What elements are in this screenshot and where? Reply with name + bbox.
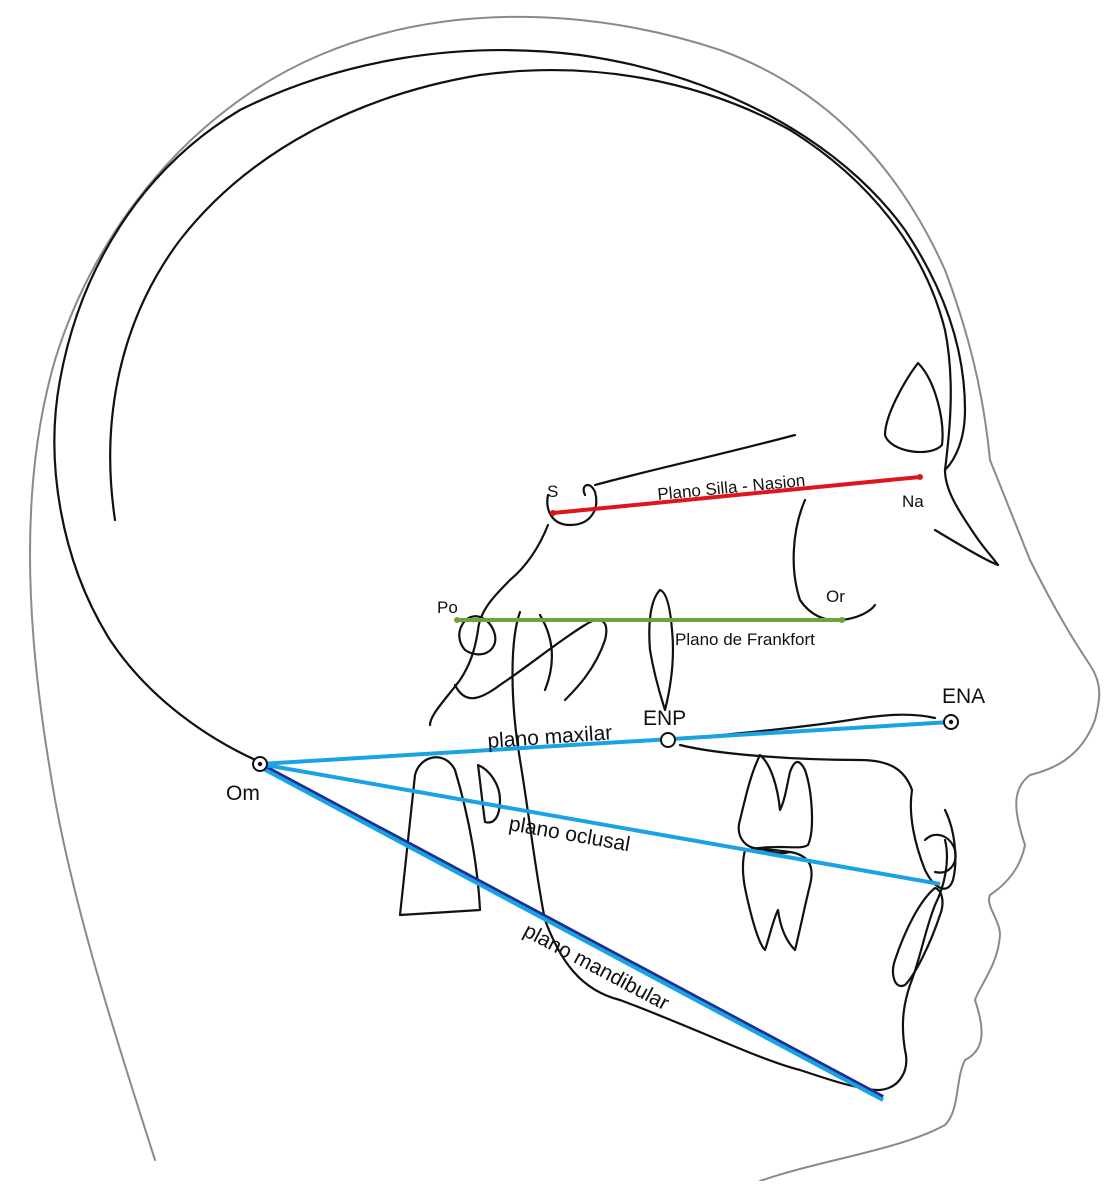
- plano-frankfort-label: Plano de Frankfort: [675, 630, 815, 649]
- po-point-dot: [454, 617, 460, 623]
- or-point-label: Or: [826, 587, 845, 606]
- na-point-dot: [917, 474, 923, 480]
- skull-inner-contour: [110, 70, 951, 520]
- po-point-label: Po: [437, 598, 458, 617]
- pterygomaxillary-fissure: [649, 590, 673, 710]
- sphenoid-body: [430, 525, 548, 725]
- enp-point-label: ENP: [643, 707, 686, 730]
- ena-point-label: ENA: [942, 685, 985, 708]
- nasal-bone: [935, 470, 998, 565]
- om-point-marker: [253, 757, 267, 771]
- or-point-dot: [839, 617, 845, 623]
- upper-molar: [739, 755, 812, 848]
- condyle-fragment: [478, 765, 500, 823]
- plano-maxilar-label: plano maxilar: [487, 721, 613, 753]
- s-point-dot: [550, 510, 556, 516]
- lower-molar: [743, 849, 812, 950]
- na-point-label: Na: [902, 492, 924, 511]
- enp-point-marker: [661, 733, 675, 747]
- upper-incisor-crown: [925, 835, 956, 873]
- plano-mandibular-underlay: [260, 764, 883, 1097]
- plano-silla-nasion-label: Plano Silla - Nasion: [657, 471, 806, 504]
- maxilla-lower: [680, 745, 912, 790]
- condyle-block: [400, 757, 480, 915]
- om-point-label: Om: [226, 782, 260, 805]
- plano-oclusal-line: [260, 764, 940, 884]
- s-point-label: S: [547, 482, 558, 501]
- frontal-sinus: [885, 363, 943, 452]
- soft-tissue-profile: [30, 17, 1099, 1181]
- plano-mandibular-label: plano mandibular: [520, 919, 673, 1015]
- ena-point-marker: [944, 715, 958, 729]
